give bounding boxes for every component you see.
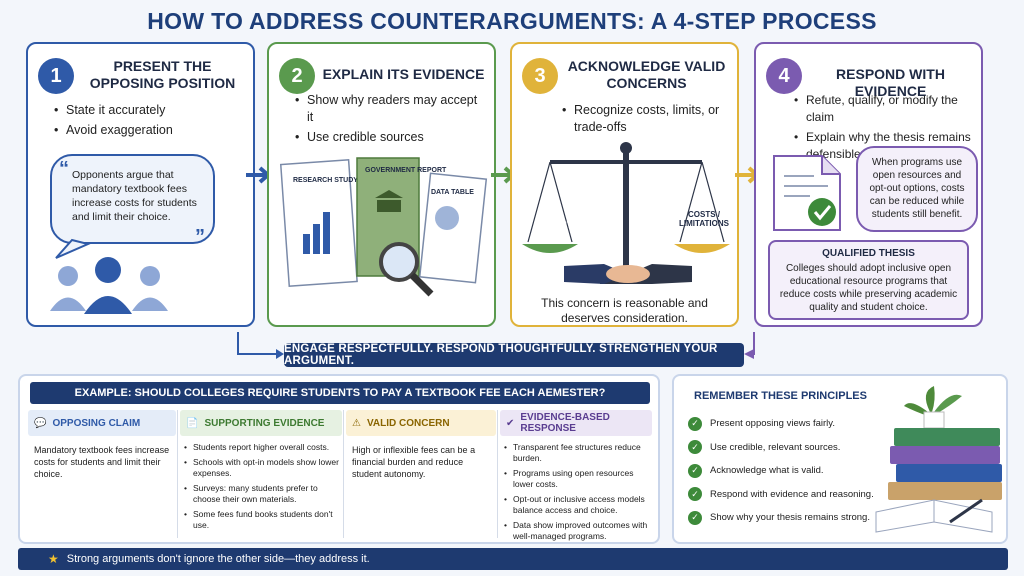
speech-bubble-icon: 💬 [34, 417, 47, 429]
check-icon: ✓ [688, 463, 702, 478]
step-bullets: State it accurately Avoid exaggeration [54, 102, 245, 142]
column-label: SUPPORTING EVIDENCE [204, 417, 325, 429]
principle-text: Show why your thesis remains strong. [710, 512, 870, 524]
close-quote-icon: ” [195, 226, 205, 248]
thesis-text: Colleges should adopt inclusive open edu… [779, 263, 958, 313]
bubble-tail-icon [55, 238, 92, 259]
check-icon: ✓ [688, 416, 702, 431]
step-bullets: Refute, qualify, or modify the claim Exp… [794, 92, 973, 166]
list-item: Schools with opt-in models show lower ex… [184, 457, 340, 479]
principle-item: ✓ Present opposing views fairly. [688, 412, 874, 436]
principle-text: Present opposing views fairly. [710, 418, 835, 430]
check-icon: ✓ [688, 487, 702, 502]
principle-item: ✓ Use credible, relevant sources. [688, 436, 874, 460]
bullet-item: Explain why the thesis remains defensibl… [794, 129, 973, 163]
column-text: Mandatory textbook fees increase costs f… [34, 445, 170, 479]
star-icon: ★ [48, 552, 59, 566]
doc-label-government: GOVERNMENT REPORT [365, 167, 447, 174]
doc-label-research: RESEARCH STUDY [293, 177, 358, 184]
bullet-item: Refute, qualify, or modify the claim [794, 92, 973, 126]
principle-text: Respond with evidence and reasoning. [710, 488, 874, 500]
step-bullets: Show why readers may accept it Use credi… [295, 92, 486, 149]
document-check-icon [773, 155, 841, 231]
principles-list: ✓ Present opposing views fairly. ✓ Use cre… [688, 412, 874, 530]
column-label: EVIDENCE-BASED RESPONSE [520, 412, 610, 434]
bullet-item: Recognize costs, limits, or trade-offs [562, 102, 729, 136]
open-quote-icon: “ [59, 158, 69, 180]
response-list: Transparent fee structures reduce burden… [500, 436, 652, 542]
warning-icon: ⚠ [352, 417, 361, 429]
step-title: EXPLAIN ITS EVIDENCE [322, 66, 485, 82]
step-number-badge: 2 [279, 58, 315, 94]
column-header: 💬 OPPOSING CLAIM [28, 410, 176, 436]
list-item: Surveys: many students prefer to choose … [184, 483, 340, 505]
principle-text: Acknowledge what is valid. [710, 465, 824, 477]
concern-note: This concern is reasonable and deserves … [541, 296, 708, 325]
benefits-label: BENEFITS [533, 220, 579, 230]
cycle-connector-arrows [237, 332, 755, 359]
column-label: VALID CONCERN [366, 417, 450, 429]
people-icon [50, 257, 168, 314]
principle-text: Use credible, relevant sources. [710, 441, 841, 453]
step-3-card: 3 ACKNOWLEDGE VALID CONCERNS Recognize c… [510, 42, 739, 327]
step-title: PRESENT THE OPPOSING POSITION [89, 58, 236, 91]
step-4-card: 4 RESPOND WITH EVIDENCE Refute, qualify,… [754, 42, 983, 327]
footer-text: Strong arguments don't ignore the other … [66, 553, 370, 565]
list-item: Data show improved outcomes with well-ma… [504, 520, 650, 542]
books-plant-icon [875, 386, 1002, 533]
opposing-quote-bubble: “ Opponents argue that mandatory textboo… [50, 154, 215, 248]
column-divider [497, 410, 498, 538]
step-number-badge: 1 [38, 58, 74, 94]
evidence-list: Students report higher overall costs. Sc… [180, 436, 342, 531]
check-icon: ✓ [688, 510, 702, 525]
column-text: High or inflexible fees can be a financi… [352, 445, 476, 479]
step-2-card: 2 EXPLAIN ITS EVIDENCE Show why readers … [267, 42, 496, 327]
example-column-opposing: 💬 OPPOSING CLAIM Mandatory textbook fees … [28, 410, 176, 540]
bullet-item: Use credible sources [295, 129, 486, 146]
bullet-item: State it accurately [54, 102, 245, 119]
qualified-thesis-box: QUALIFIED THESIS Colleges should adopt i… [768, 240, 969, 320]
response-bubble: When programs use open resources and opt… [856, 146, 978, 232]
bullet-item: Show why readers may accept it [295, 92, 486, 126]
principle-item: ✓ Respond with evidence and reasoning. [688, 483, 874, 507]
list-item: Some fees fund books students don't use. [184, 509, 340, 531]
column-header: ⚠ VALID CONCERN [346, 410, 496, 436]
column-header: ✔ EVIDENCE-BASED RESPONSE [500, 410, 652, 436]
column-header: 📄 SUPPORTING EVIDENCE [180, 410, 342, 436]
column-divider [343, 410, 344, 538]
example-title: EXAMPLE: SHOULD COLLEGES REQUIRE STUDENT… [30, 382, 650, 404]
column-divider [177, 410, 178, 538]
costs-label: COSTS / LIMITATIONS [679, 210, 729, 228]
step-number-badge: 4 [766, 58, 802, 94]
example-column-response: ✔ EVIDENCE-BASED RESPONSE Transparent fee… [500, 410, 652, 542]
step-bullets: Recognize costs, limits, or trade-offs [562, 102, 729, 139]
bullet-item: Avoid exaggeration [54, 122, 245, 139]
example-column-evidence: 📄 SUPPORTING EVIDENCE Students report hig… [180, 410, 342, 540]
principles-title: REMEMBER THESE PRINCIPLES [694, 390, 867, 402]
principle-item: ✓ Acknowledge what is valid. [688, 459, 874, 483]
list-item: Transparent fee structures reduce burden… [504, 442, 650, 464]
footer-banner: ★ Strong arguments don't ignore the othe… [18, 548, 1008, 570]
document-icon: 📄 [186, 417, 199, 429]
check-icon: ✓ [688, 440, 702, 455]
list-item: Students report higher overall costs. [184, 442, 340, 453]
step-title: ACKNOWLEDGE VALID CONCERNS [567, 58, 726, 91]
list-item: Programs using open resources lower cost… [504, 468, 650, 490]
example-panel: EXAMPLE: SHOULD COLLEGES REQUIRE STUDENT… [18, 374, 660, 544]
doc-label-data-table: DATA TABLE [431, 189, 474, 196]
column-label: OPPOSING CLAIM [52, 417, 141, 429]
quote-text: Opponents argue that mandatory textbook … [72, 169, 197, 223]
research-documents-icon: RESEARCH STUDY GOVERNMENT REPORT DATA TA… [279, 157, 488, 297]
thesis-title: QUALIFIED THESIS [822, 248, 915, 259]
list-item: Opt-out or inclusive access models balan… [504, 494, 650, 516]
principles-panel: REMEMBER THESE PRINCIPLES ✓ Present oppos… [672, 374, 1008, 544]
page-title: HOW TO ADDRESS COUNTERARGUMENTS: A 4-STE… [147, 8, 877, 34]
principle-item: ✓ Show why your thesis remains strong. [688, 506, 874, 530]
example-column-concern: ⚠ VALID CONCERN High or inflexible fees c… [346, 410, 496, 540]
checklist-icon: ✔ [506, 417, 515, 429]
handshake-icon [564, 264, 692, 284]
step-1-card: 1 PRESENT THE OPPOSING POSITION State it… [26, 42, 255, 327]
step-number-badge: 3 [522, 58, 558, 94]
engage-banner: ENGAGE RESPECTFULLY. RESPOND THOUGHTFULL… [284, 343, 744, 367]
